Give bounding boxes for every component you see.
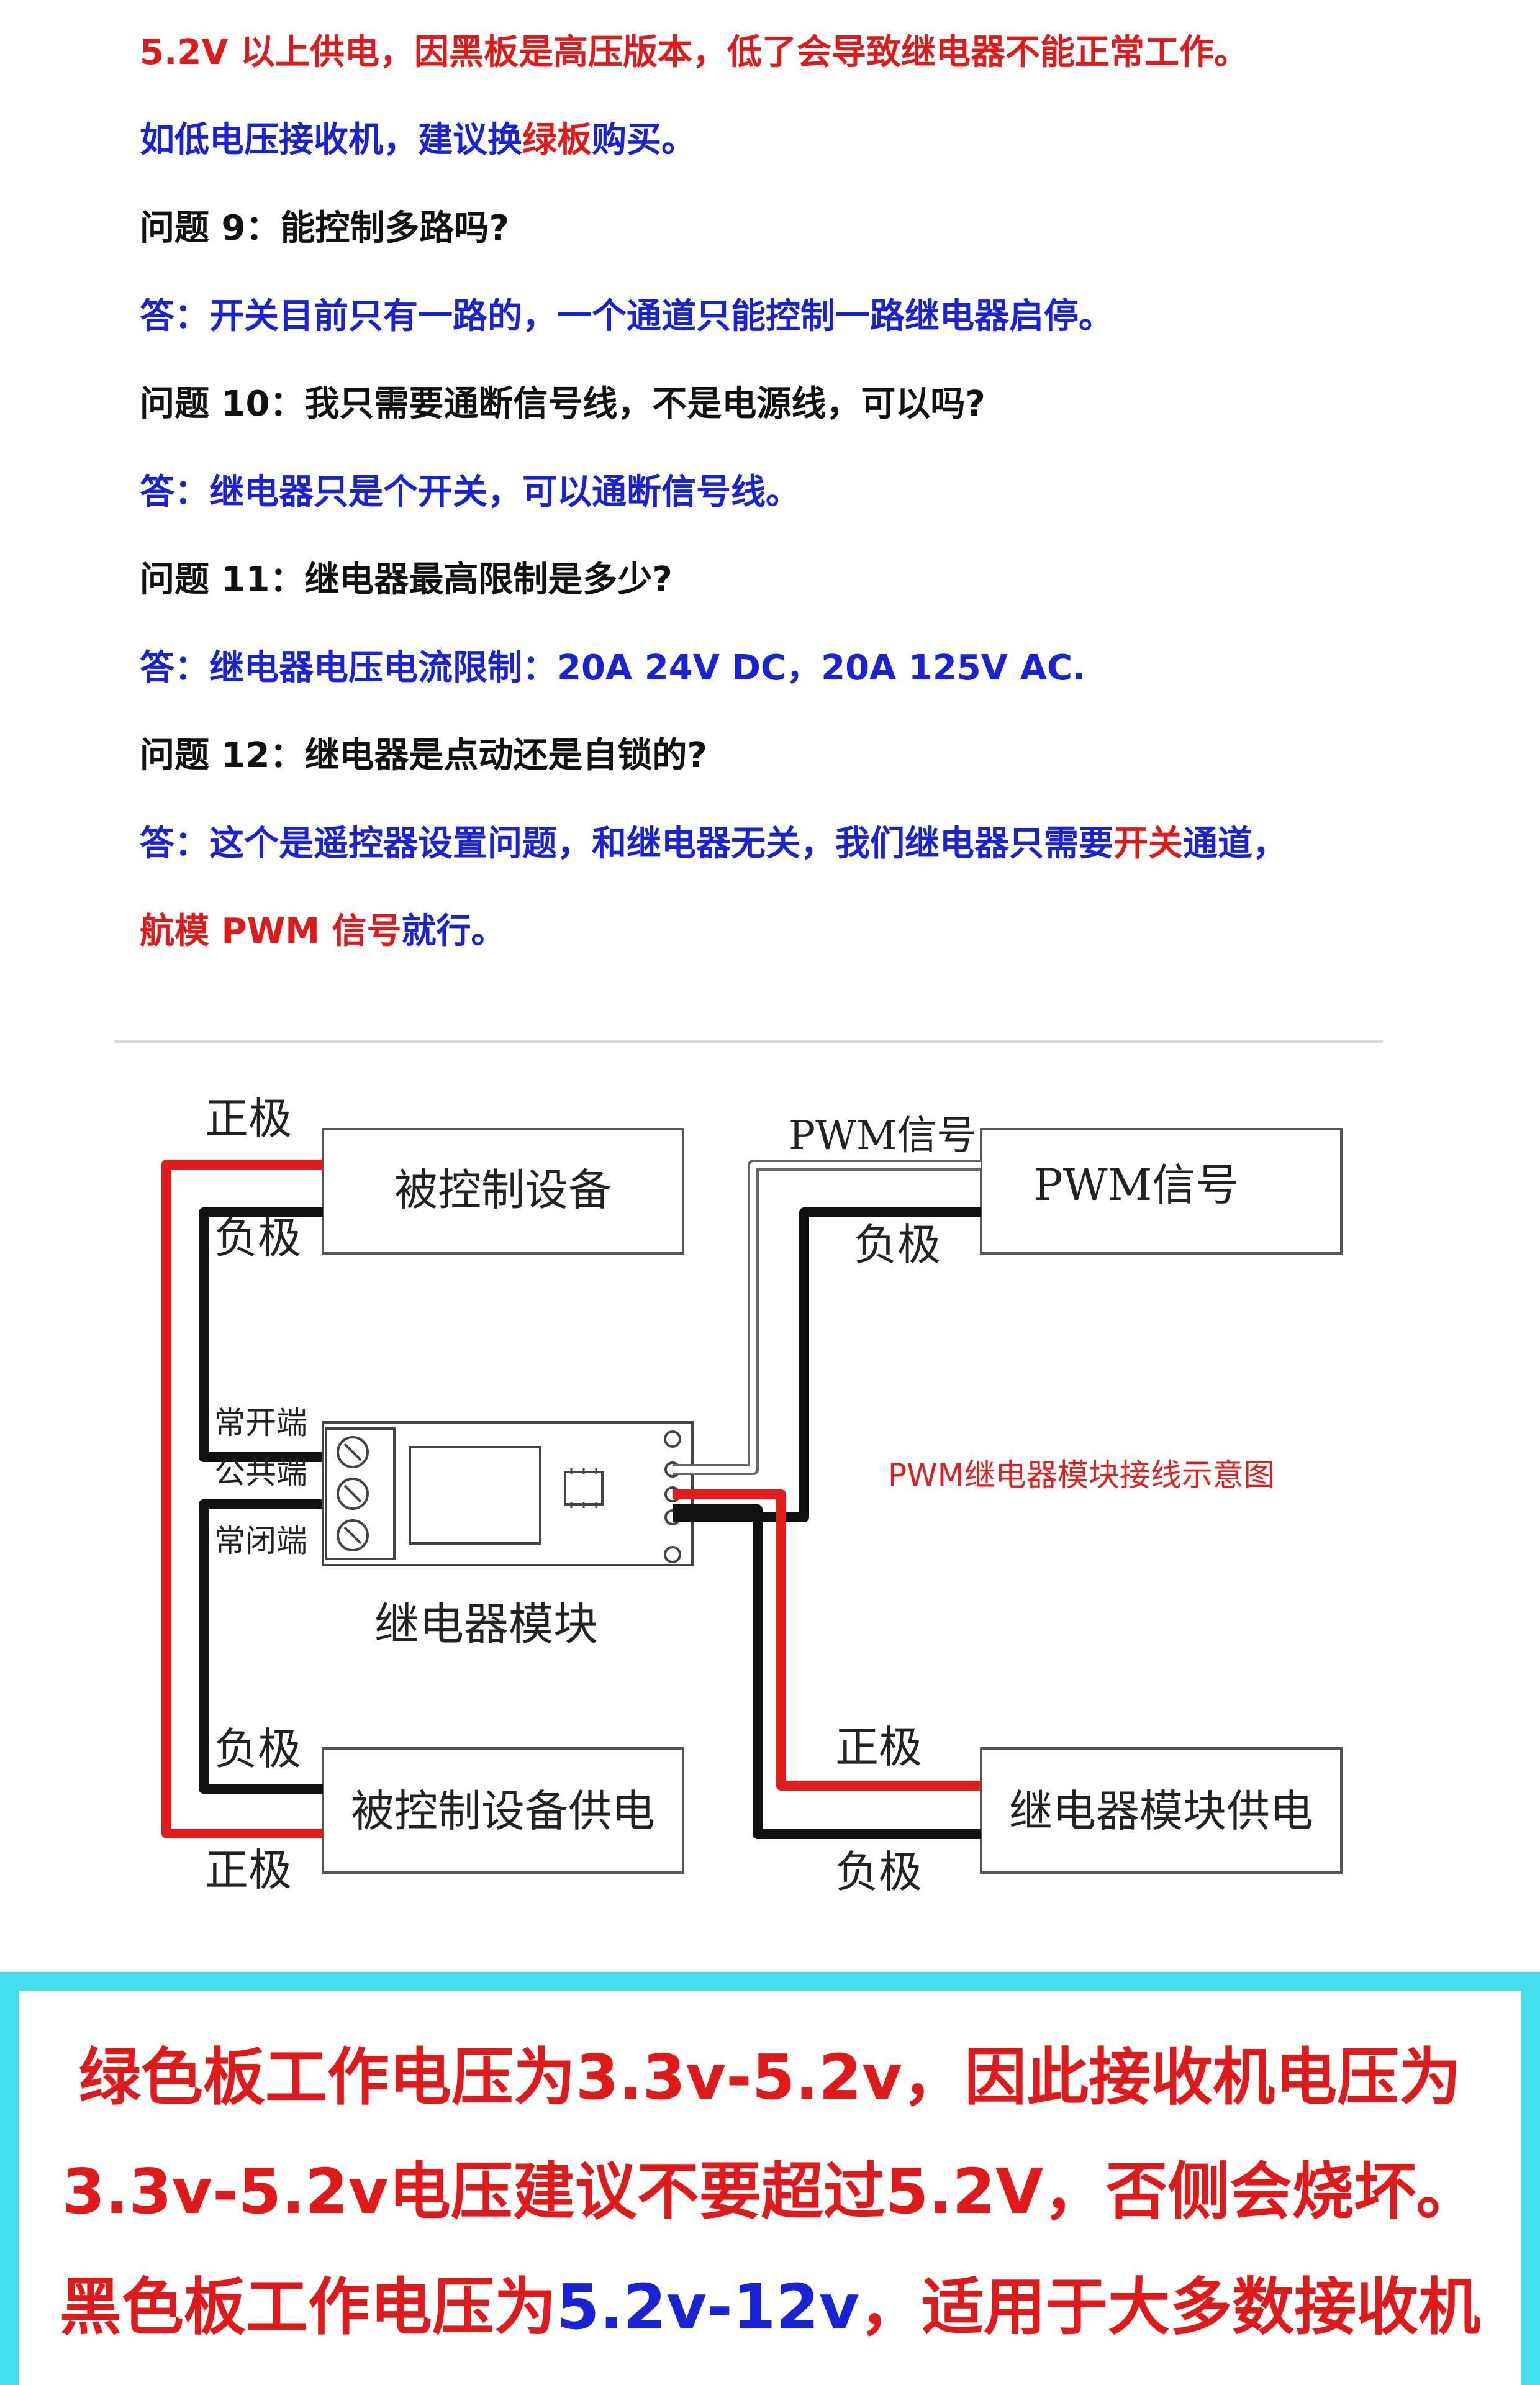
label-positive-bottom-right: 正极: [835, 1722, 922, 1773]
box-relay-power: [980, 1747, 1343, 1874]
question-12: 问题 12：继电器是点动还是自锁的?: [140, 735, 707, 776]
section-divider: [115, 1040, 1383, 1043]
relay-component: [409, 1446, 541, 1545]
wire-pwm-signal-core: [673, 1162, 981, 1473]
notice-black-board: 黑色板工作电压为5.2v-12v，适用于大多数接收机: [19, 2276, 1521, 2338]
advice-text-2: 购买。: [592, 120, 696, 160]
box-controlled-device-label: 被控制设备: [394, 1165, 612, 1215]
answer-12-switch: 开关: [1113, 824, 1183, 864]
advice-text-1: 如低电压接收机，建议换: [140, 120, 522, 160]
wire-relay-power-positive: [673, 1489, 981, 1791]
voltage-notice-panel: 绿色板工作电压为3.3v-5.2v，因此接收机电压为 3.3v-5.2v电压建议…: [0, 1972, 1540, 2385]
notice-green-board-limit: 3.3v-5.2v电压建议不要超过5.2V，否侧会烧坏。: [61, 2155, 1479, 2228]
answer-12-end: 就行。: [401, 911, 506, 952]
notice-green-board: 绿色板工作电压为3.3v-5.2v，因此接收机电压为: [78, 2041, 1462, 2114]
answer-12: 答：这个是遥控器设置问题，和继电器无关，我们继电器只需要开关通道，: [140, 827, 1287, 861]
answer-12-text-2: 通道，: [1183, 824, 1287, 864]
answer-12-text-1: 答：这个是遥控器设置问题，和继电器无关，我们继电器只需要: [140, 824, 1113, 864]
wire-pwm-negative: [673, 1207, 981, 1522]
box-controlled-power: [322, 1747, 684, 1874]
box-pwm-signal: [980, 1128, 1343, 1255]
wire-relay-power-negative: [673, 1504, 981, 1839]
wire-left-positive: [161, 1160, 323, 1838]
label-negative-top-left: 负极: [214, 1212, 301, 1263]
label-negative-bottom-left: 负极: [214, 1724, 301, 1774]
wire-left-negative-bottom: [199, 1499, 335, 1794]
advice-green-board: 绿板: [522, 120, 592, 160]
question-10: 问题 10：我只需要通断信号线，不是电源线，可以吗?: [140, 384, 985, 424]
box-pwm-signal-label: PWM信号: [1034, 1160, 1239, 1211]
label-positive-bottom-left: 正极: [205, 1845, 292, 1896]
voltage-notice-inner: 绿色板工作电压为3.3v-5.2v，因此接收机电压为 3.3v-5.2v电压建议…: [19, 1991, 1521, 2385]
label-pwm-signal-wire: PWM信号: [789, 1113, 976, 1159]
line-voltage-note: 5.2V 以上供电，因黑板是高压版本，低了会导致继电器不能正常工作。: [140, 32, 1249, 73]
notice-black-board-range: 5.2v-12v: [556, 2271, 860, 2343]
answer-12-continued: 航模 PWM 信号就行。: [140, 914, 506, 949]
relay-chip: [564, 1471, 604, 1506]
label-nc-terminal: 常闭端: [214, 1523, 307, 1559]
answer-9: 答：开关目前只有一路的，一个通道只能控制一路继电器启停。: [140, 296, 1113, 337]
question-9: 问题 9：能控制多路吗?: [140, 208, 509, 248]
label-positive-top-left: 正极: [205, 1093, 292, 1144]
box-relay-power-label: 继电器模块供电: [1009, 1786, 1313, 1837]
label-negative-bottom-right: 负极: [835, 1847, 922, 1897]
pwm-signal-text: 航模 PWM 信号: [140, 911, 402, 952]
box-controlled-device: [322, 1128, 684, 1255]
wire-left-negative-top: [199, 1207, 335, 1462]
wiring-diagram: 被控制设备 PWM信号 被控制设备供电 继电器模块供电 正极 负极 PWM信号 …: [161, 1093, 1343, 1897]
answer-11: 答：继电器电压电流限制：20A 24V DC，20A 125V AC.: [140, 648, 1086, 688]
answer-10: 答：继电器只是个开关，可以通断信号线。: [140, 472, 800, 512]
label-com-terminal: 公共端: [214, 1455, 307, 1491]
notice-black-board-text-1: 黑色板工作电压为: [59, 2271, 556, 2343]
box-controlled-power-label: 被控制设备供电: [351, 1786, 655, 1837]
notice-black-board-text-2: ，适用于大多数接收机: [859, 2271, 1481, 2343]
label-no-terminal: 常开端: [214, 1405, 307, 1441]
question-11: 问题 11：继电器最高限制是多少?: [140, 560, 673, 600]
label-negative-top-right: 负极: [854, 1219, 941, 1270]
label-relay-module: 继电器模块: [374, 1598, 598, 1650]
diagram-title: PWM继电器模块接线示意图: [888, 1457, 1275, 1493]
line-low-voltage-advice: 如低电压接收机，建议换绿板购买。: [140, 123, 696, 158]
